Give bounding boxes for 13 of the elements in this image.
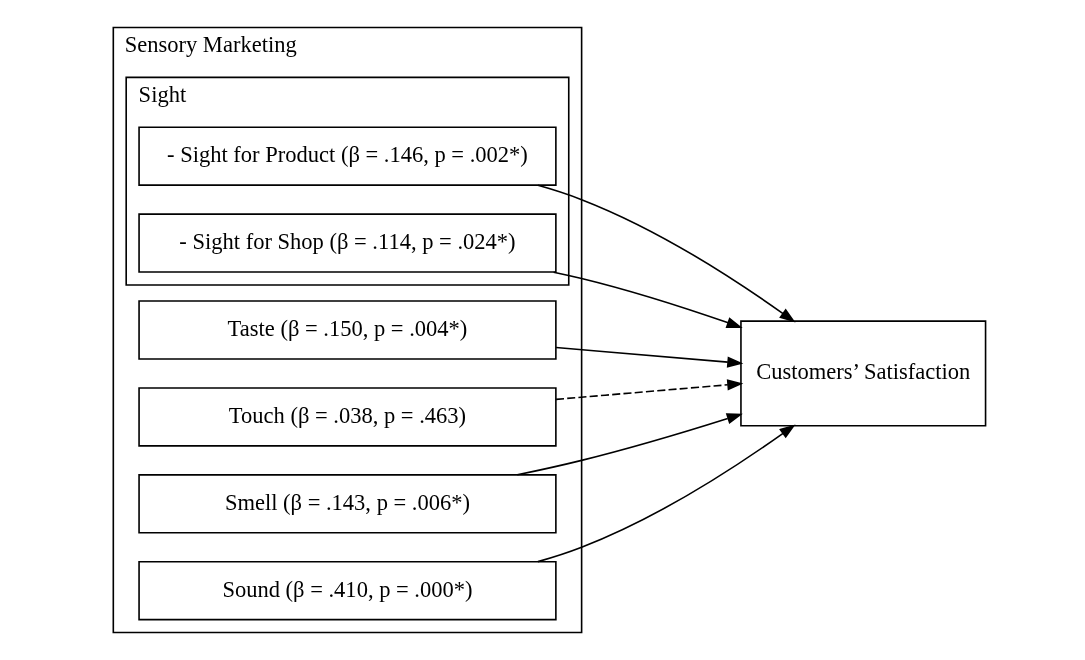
arrow: [554, 346, 743, 368]
arrow: [536, 184, 796, 323]
node-box: Sound (β = .410, p = .000*): [137, 560, 557, 621]
node-box: Customers’ Satisfaction: [739, 320, 986, 427]
node-box: - Sight for Shop (β = .114, p = .024*): [137, 213, 557, 273]
node-box: Touch (β = .038, p = .463): [137, 387, 557, 447]
arrow: [515, 413, 743, 476]
arrow: [536, 424, 796, 563]
node-box: Taste (β = .150, p = .004*): [137, 300, 557, 360]
arrow: [554, 379, 743, 401]
arrow: [552, 271, 743, 328]
node-box: Smell (β = .143, p = .006*): [137, 474, 557, 534]
node-box: - Sight for Product (β = .146, p = .002*): [137, 126, 557, 186]
